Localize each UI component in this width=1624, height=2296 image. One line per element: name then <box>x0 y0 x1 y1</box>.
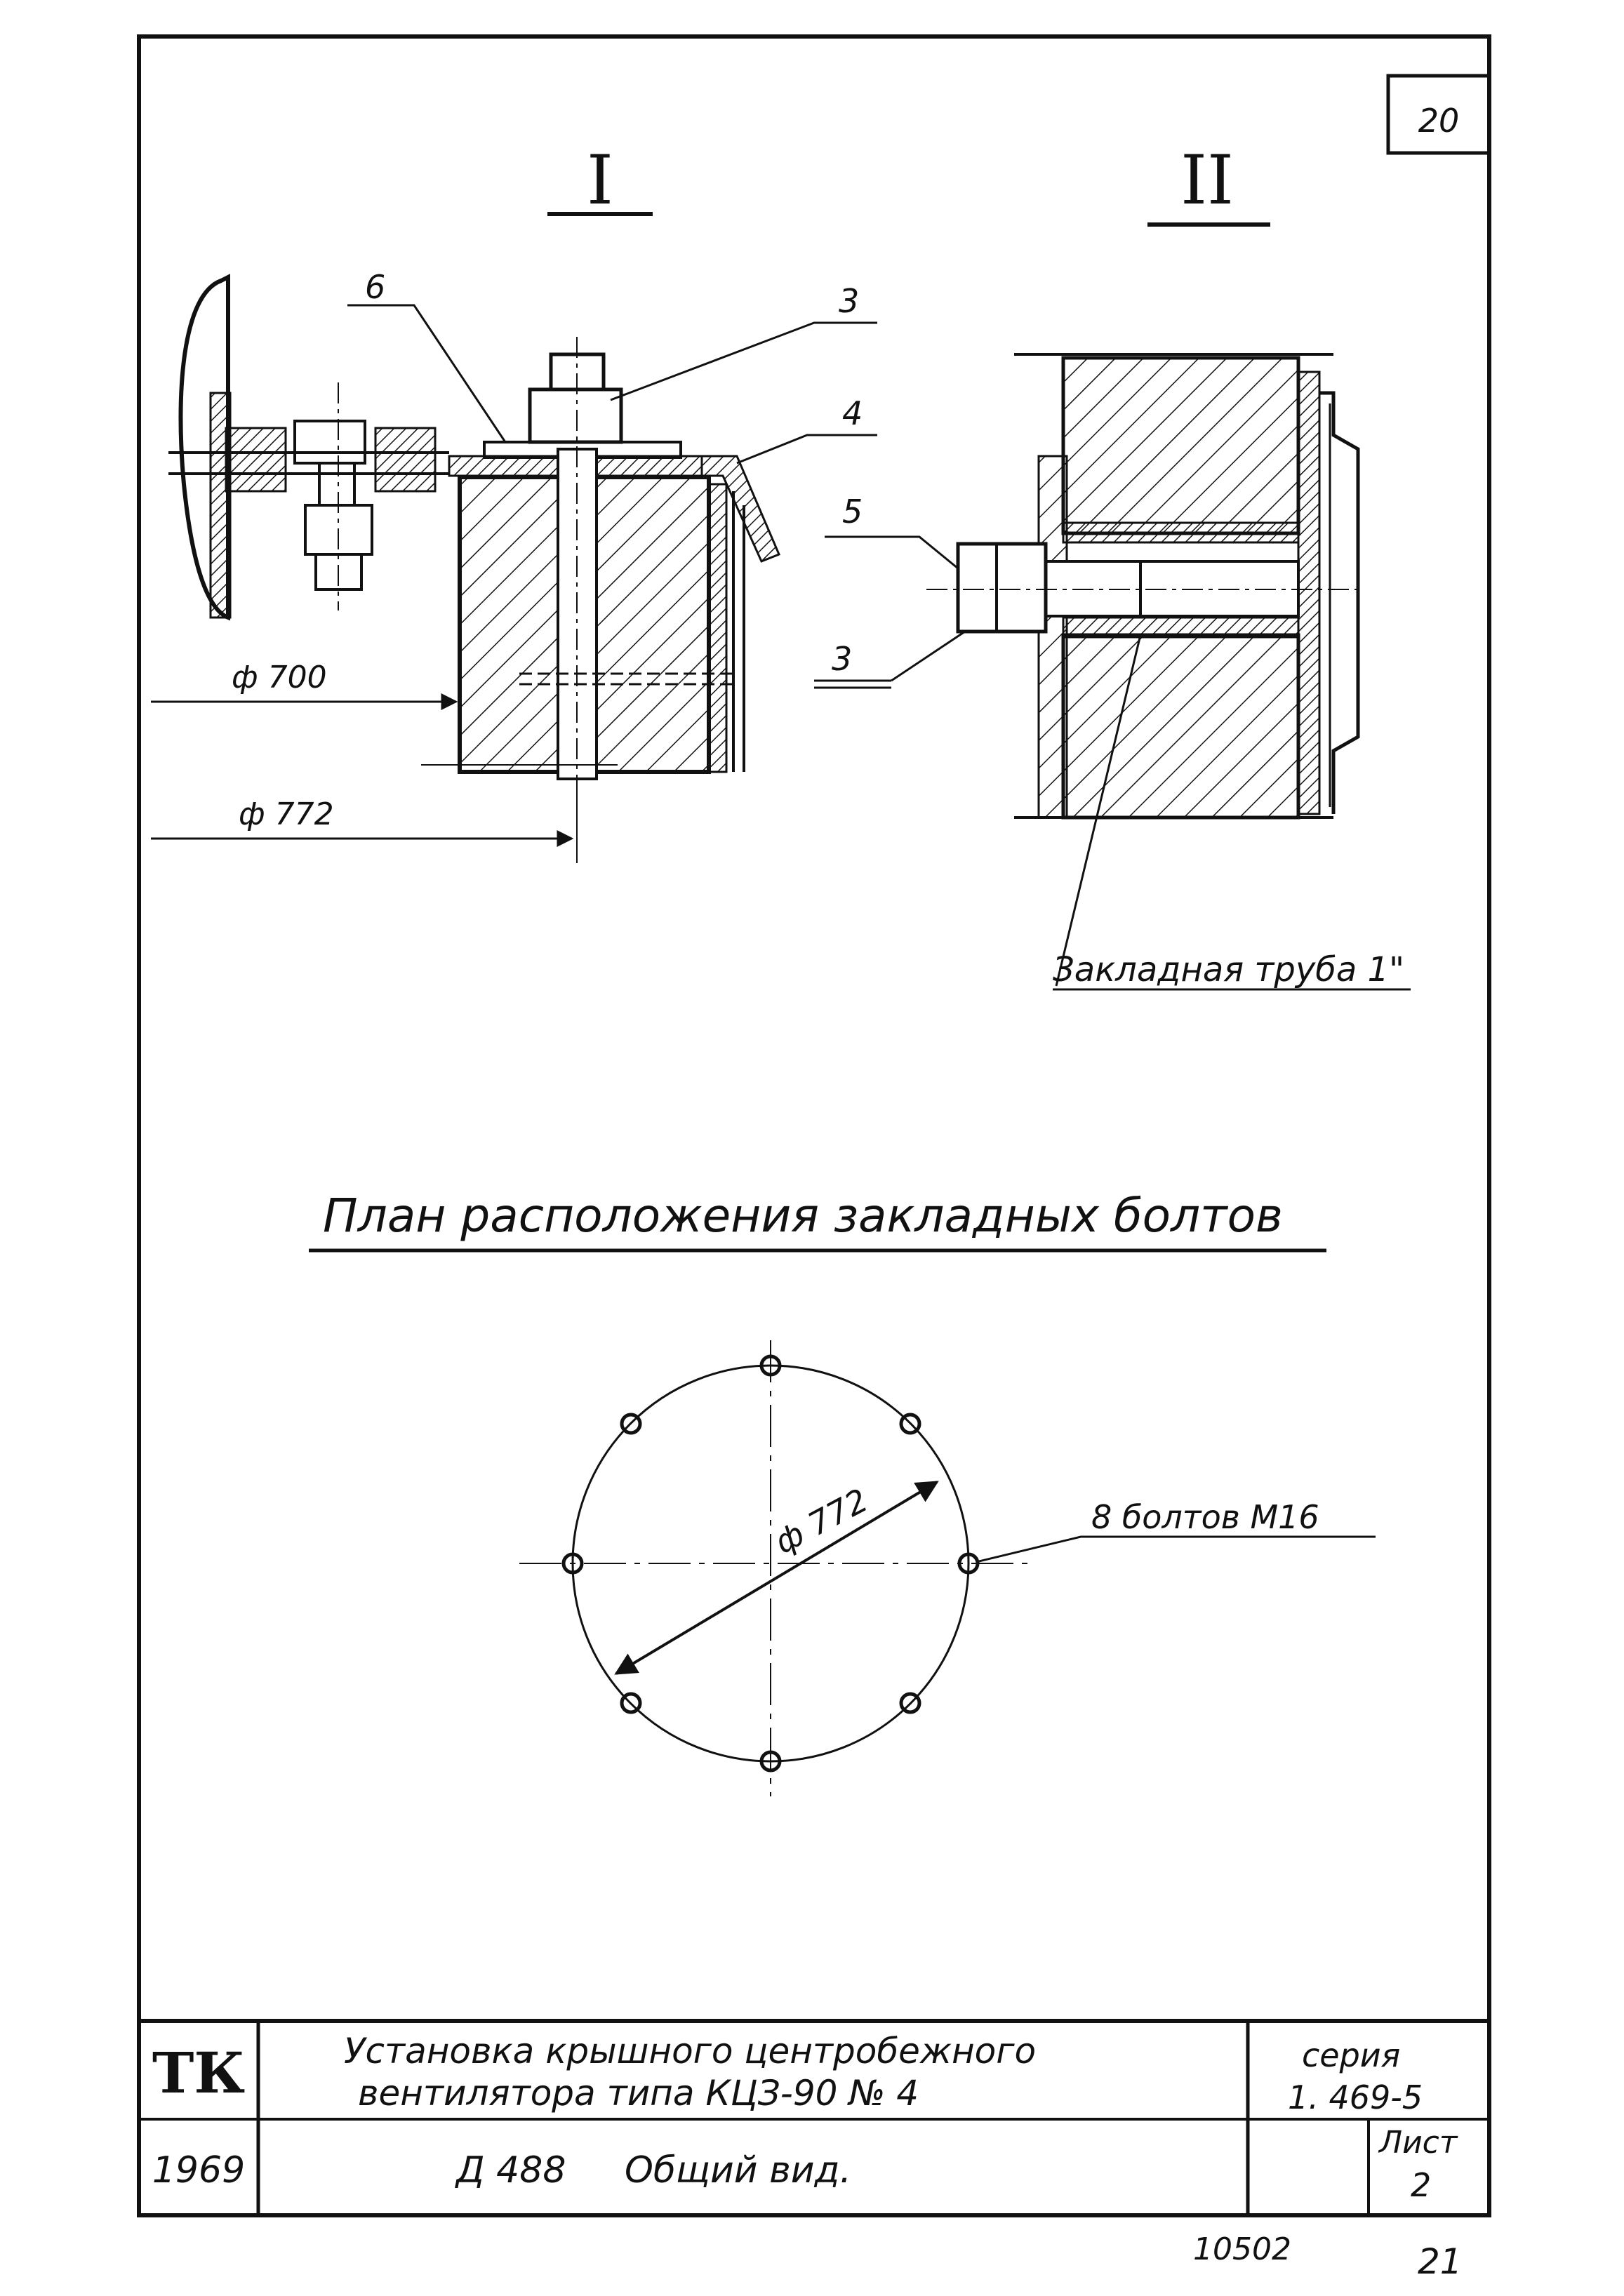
bolt-marker <box>759 1750 782 1773</box>
plan-diameter: ф 772 <box>768 1481 874 1561</box>
wall-upper <box>1061 356 1300 535</box>
corner-number: 20 <box>1418 102 1460 140</box>
bolts-note: 8 болтов М16 <box>1091 1498 1319 1536</box>
sheet-value: 2 <box>1411 2166 1431 2204</box>
sheet-label: Лист <box>1378 2125 1458 2161</box>
view-one: I 6 3 4 <box>151 141 877 863</box>
callout-5: 5 <box>842 493 863 530</box>
series-label: серия <box>1302 2036 1400 2074</box>
pipe-note: Закладная труба 1" <box>1053 950 1404 989</box>
callout-3-view-two: 3 <box>832 640 852 678</box>
bolt-plan: План расположения закладных болтов ф 772… <box>309 1189 1376 1796</box>
bolt-marker <box>561 1552 584 1575</box>
corner-number-box: 20 <box>1386 74 1491 155</box>
bolt-marker <box>620 1692 642 1714</box>
org-mark: ТК <box>152 2040 245 2106</box>
sheet-frame <box>137 34 1491 2217</box>
title-block <box>139 2019 1489 2215</box>
bolt-marker <box>899 1692 921 1714</box>
drawing-name: Общий вид. <box>625 2149 851 2191</box>
series-value: 1. 469-5 <box>1288 2078 1423 2116</box>
year: 1969 <box>152 2149 245 2191</box>
bolt-markers <box>561 1354 980 1773</box>
view-two: II 5 3 Закладная труба 1" <box>814 141 1411 991</box>
bottom-page: 21 <box>1418 2241 1463 2282</box>
callout-3-view-one: 3 <box>839 282 859 320</box>
view-one-title: I <box>587 141 613 220</box>
callout-4: 4 <box>842 394 863 432</box>
wall-lower <box>1061 633 1300 820</box>
bolt-marker <box>957 1552 980 1575</box>
bolt-marker <box>899 1413 921 1435</box>
dim-inner-label: ф 700 <box>232 660 327 695</box>
callout-6: 6 <box>365 268 385 306</box>
plan-title: План расположения закладных болтов <box>323 1189 1283 1243</box>
bolt-marker <box>759 1354 782 1377</box>
drawing-code: Д 488 <box>455 2149 566 2191</box>
view-two-title: II <box>1180 141 1234 220</box>
bottom-code: 10502 <box>1193 2231 1291 2267</box>
title-line-2: вентилятора типа КЦЗ-90 № 4 <box>358 2073 919 2114</box>
bolt-marker <box>620 1413 642 1435</box>
title-line-1: Установка крышного центробежного <box>344 2031 1036 2071</box>
dim-outer-label: ф 772 <box>239 796 334 832</box>
